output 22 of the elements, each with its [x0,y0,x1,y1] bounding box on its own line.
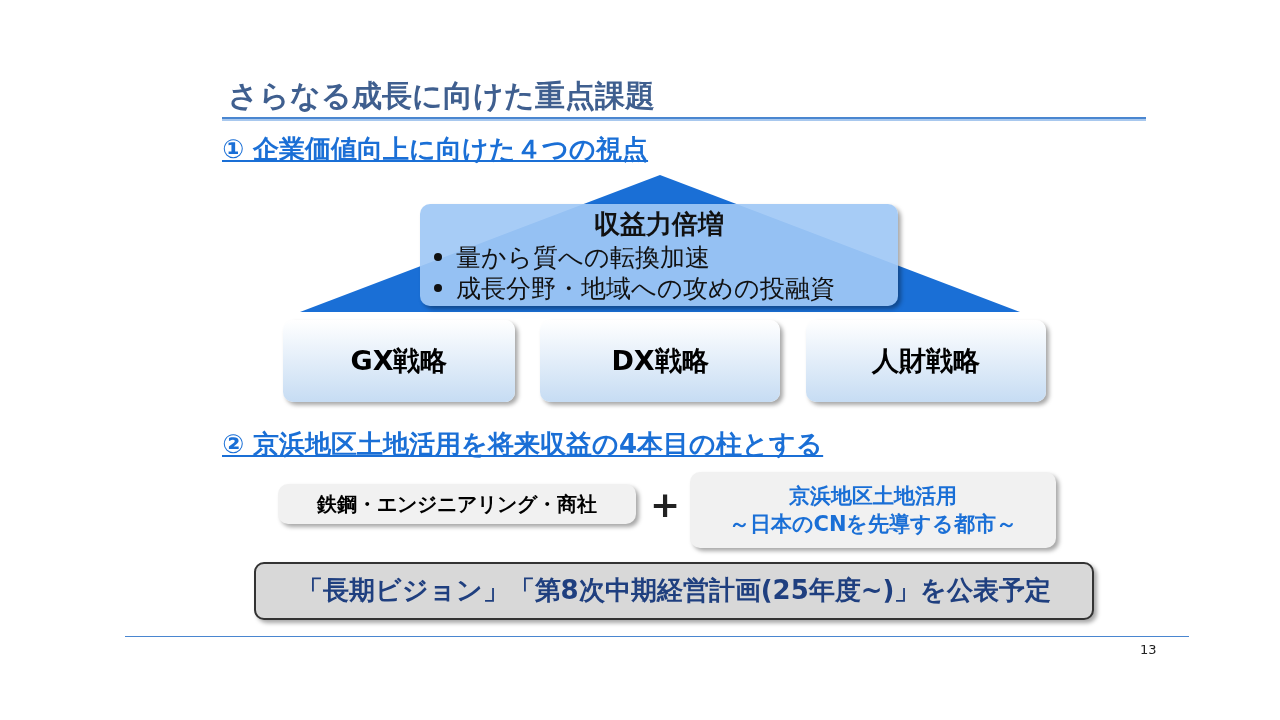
box-label: 京浜地区土地活用 [789,482,957,510]
box-label: 人財戦略 [872,343,980,378]
bullet-text: 量から質への転換加速 [456,241,710,273]
box-label: GX戦略 [350,343,448,378]
slide-title: さらなる成長に向けた重点課題 [228,77,655,115]
strategy-box [540,320,780,402]
plus-sign: + [650,484,681,525]
box-label: DX戦略 [611,343,709,378]
box-heading: 収益力倍増 [594,207,724,241]
strategy-box [806,320,1046,402]
box-label: 「長期ビジョン」「第8次中期経営計画(25年度~)」を公表予定 [296,574,1052,608]
box-label: 鉄鋼・エンジニアリング・商社 [317,490,597,518]
strategy-box [283,320,515,402]
page-number: 13 [1140,642,1157,657]
bullet-text: 成長分野・地域への攻めの投融資 [456,272,835,304]
box-subtitle: ～日本のCNを先導する都市～ [728,511,1018,538]
land-use-box [690,472,1056,548]
business-box [278,484,636,524]
announcement-box [254,562,1094,620]
goal-box [420,204,898,306]
section-heading: ② 京浜地区土地活用を将来収益の4本目の柱とする [222,428,824,461]
section-heading: ① 企業価値向上に向けた４つの視点 [222,133,649,166]
